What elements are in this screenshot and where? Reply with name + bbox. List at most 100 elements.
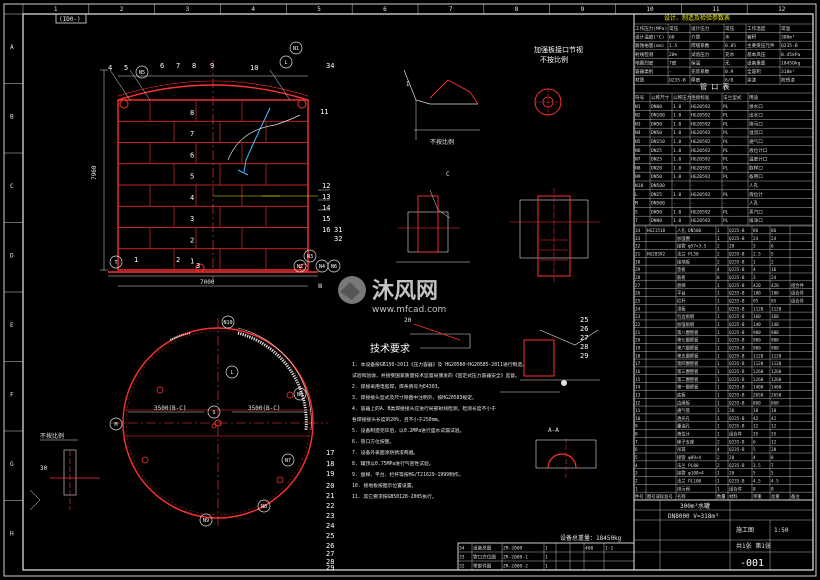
nozzle-cell: - [723, 184, 726, 189]
part-cell: 平台 [677, 290, 686, 297]
part-cell: 10 [635, 416, 641, 422]
part-cell: 5 [635, 455, 638, 461]
bottom-table-cell: 1 [545, 564, 548, 570]
nozzle-cell: DN20 [651, 165, 662, 171]
part-cell: 1 [717, 236, 720, 242]
part-cell: 2 [717, 252, 720, 258]
marker-label: 26 [326, 542, 334, 550]
part-cell: 1260 [771, 369, 782, 375]
part-cell: 20 [729, 471, 735, 477]
nozzle-cell: 1.0 [673, 157, 682, 163]
part-cell: 8 [717, 275, 720, 281]
part-cell: 组合件 [729, 485, 743, 492]
marker-label: 6 [160, 62, 164, 70]
spec-cell: 材质 [635, 77, 645, 84]
part-cell: 吊耳 [677, 447, 686, 453]
nozzle-cell: S [635, 209, 638, 215]
part-cell: 底板 [677, 391, 686, 398]
part-cell: 24 [753, 236, 759, 242]
marker-label: 23 [326, 512, 334, 520]
nozzle-cell: 1.0 [673, 192, 682, 198]
balloon-label: M [114, 422, 117, 428]
bottom-table-cell: ZR-2009-2 [503, 564, 528, 570]
marker-label: 28 [580, 343, 588, 351]
balloon-label: N2 [297, 264, 303, 270]
part-cell: 17 [635, 361, 641, 367]
part-cell: 420 [771, 283, 779, 289]
part-header: 单重 [753, 493, 762, 500]
part-cell: 29 [635, 267, 641, 273]
part-cell: 1 [717, 400, 720, 406]
nozzle-cell: N5 [635, 139, 641, 145]
marker-label: 22 [326, 502, 334, 510]
part-cell: 1 [717, 377, 720, 383]
part-cell: 33 [635, 236, 641, 242]
part-cell: 34 [635, 228, 641, 234]
part-cell: 12 [771, 424, 777, 430]
nozzle-cell: 温度计口 [749, 156, 768, 163]
spec-cell: 318m³ [781, 69, 795, 75]
nozzle-cell: T [635, 218, 638, 224]
part-cell: 8 [771, 486, 774, 492]
nozzle-cell: HG20592 [691, 157, 711, 163]
note-line: 7. 设备外表面涂防锈漆两遍。 [352, 449, 418, 456]
spec-cell: 6/8 [725, 78, 734, 84]
nozzle-cell: HG20592 [691, 192, 711, 198]
part-cell: Q235-B [729, 447, 745, 453]
part-cell: Q235-B [729, 463, 745, 469]
nozzle-header: 连接标准 [691, 94, 710, 101]
note-line: 6. 管口方位按图。 [352, 438, 394, 445]
part-cell: 5 [753, 447, 756, 453]
marker-label: 34 [326, 62, 334, 70]
nozzle-cell: 1.0 [673, 218, 682, 224]
spec-cell: 介质 [691, 34, 701, 41]
grid-top-label: 9 [581, 6, 585, 13]
nozzle-cell: DN50 [651, 174, 662, 180]
grid-side-label: G [10, 461, 14, 468]
callout-balloon: N4 [315, 259, 329, 273]
part-cell: 接地板 [677, 258, 691, 265]
part-cell: 加强角钢 [677, 321, 694, 328]
part-cell: 4 [753, 455, 756, 461]
spec-cell: 0.9 [725, 69, 734, 75]
balloon-label: N3 [307, 254, 313, 260]
balloon-label: N10 [223, 320, 232, 326]
bottom-table-cell: 零部件图 [473, 563, 492, 570]
nozzle-cell: 人孔 [749, 182, 759, 189]
part-cell: 980 [771, 330, 779, 336]
part-cell: 顶板 [677, 305, 686, 312]
nozzle-cell: PL [723, 209, 729, 215]
part-cell: 透光孔 [677, 415, 691, 422]
part-cell: 1120 [753, 306, 764, 312]
part-cell: 1400 [753, 385, 764, 391]
callout-balloon: M [109, 417, 123, 431]
course-number: 5 [190, 173, 194, 181]
part-cell: 4 [717, 447, 720, 453]
grid-side-label: B [10, 113, 14, 120]
marker-label: 28 [326, 558, 334, 566]
balloon-label: N8 [261, 504, 267, 510]
part-cell: 6 [771, 244, 774, 250]
part-cell: 第八圈壁板 [677, 329, 699, 336]
part-cell: 接管 φ57×3.5 [677, 243, 707, 250]
title-block-subtitle: DN8000 V=318m³ [668, 513, 719, 520]
part-cell: Q235-B [729, 392, 745, 398]
course-number: 8 [190, 109, 194, 117]
spec-cell: 300m³ [781, 35, 795, 41]
bottom-table-cell: 32 [459, 564, 465, 570]
part-cell: Q235-B [729, 353, 745, 359]
detail-top-title: 加强板接口节视 [534, 45, 583, 54]
marker-label: 24 [326, 522, 334, 530]
title-block-title: 300m³水罐 [680, 502, 710, 510]
nozzle-cell: N9 [635, 174, 641, 180]
spec-cell: 设计压力 [691, 25, 710, 32]
part-cell: 1 [717, 385, 720, 391]
bottom-table-cell: 460 [585, 546, 594, 552]
part-cell: 1 [717, 291, 720, 297]
spec-cell: 涂漆 [747, 77, 757, 84]
marker-label: 10 [250, 64, 258, 72]
marker-label: 25 [580, 316, 588, 324]
part-cell: 860 [771, 400, 779, 406]
part-cell: Q235-B [729, 338, 745, 344]
spec-cell: 防锈漆 [781, 77, 795, 84]
